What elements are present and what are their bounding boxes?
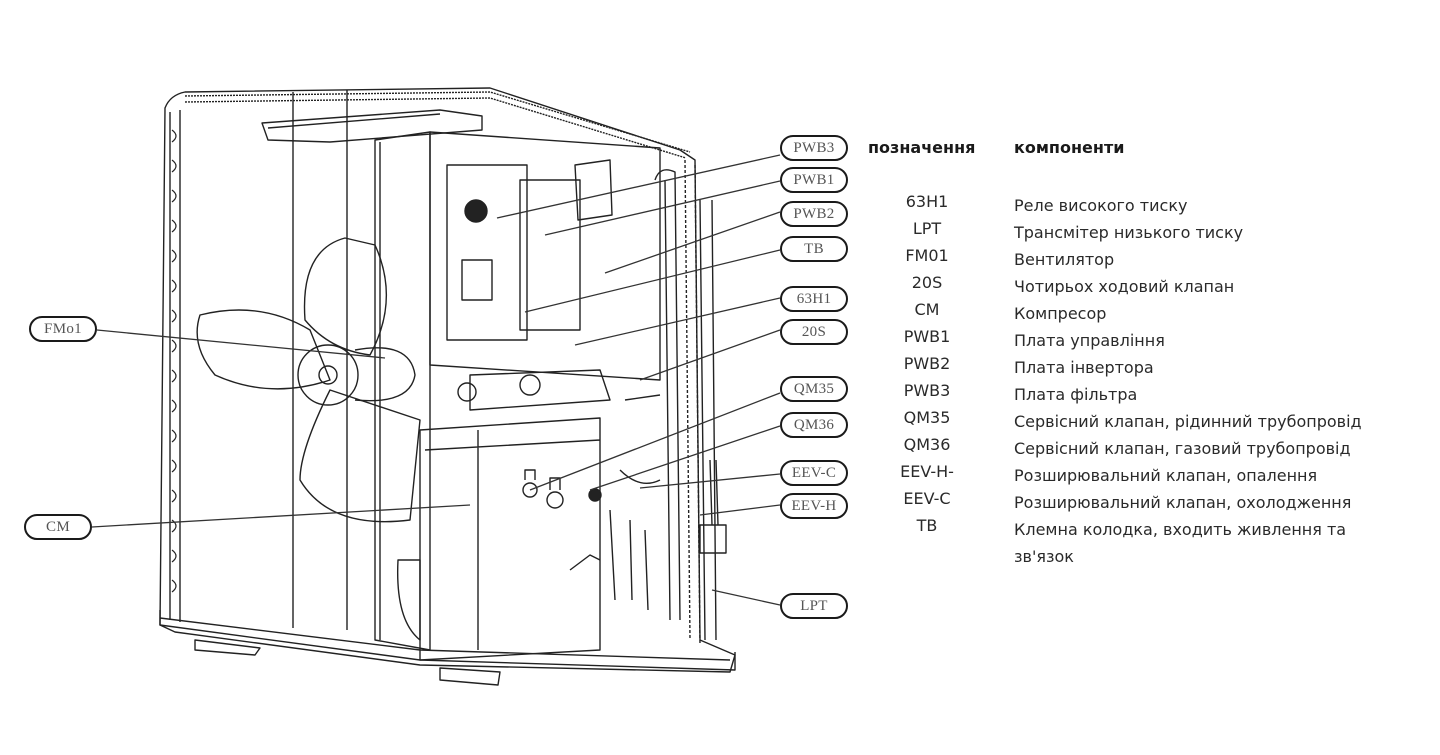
leader-pwb3 (496, 154, 781, 219)
callout-tb: TB (780, 236, 848, 262)
control-box (429, 131, 661, 381)
leader-pwb2 (604, 211, 781, 274)
legend-code: 63H1 (905, 192, 949, 211)
legend-code: QM36 (903, 435, 951, 454)
left-coil-tubes (169, 110, 181, 622)
legend-desc: Клемна колодка, входить живлення та (1014, 520, 1347, 539)
callout-eevc: EEV-C (780, 460, 848, 486)
legend-desc: Компресор (1014, 304, 1107, 323)
legend-desc: Вентилятор (1014, 250, 1115, 269)
right-coil (684, 159, 701, 646)
fan-motor (354, 347, 416, 402)
legend-code: PWB1 (903, 327, 951, 346)
callout-20s: 20S (780, 319, 848, 345)
pcb-board-pwb1 (446, 164, 528, 341)
inner-verticals (292, 90, 348, 630)
leader-eevh (699, 504, 781, 516)
legend-desc: Плата управління (1014, 331, 1165, 350)
legend-desc: Плата фільтра (1014, 385, 1138, 404)
legend-header-code: позначення (868, 138, 976, 157)
top-bracket (261, 109, 483, 143)
legend-code: PWB2 (903, 354, 951, 373)
callout-cm: CM (24, 514, 92, 540)
leader-tb (524, 249, 781, 313)
legend-desc: Сервісний клапан, рідинний трубопровід (1014, 412, 1362, 431)
pcb-relay (461, 259, 493, 301)
callout-eevh: EEV-H (780, 493, 848, 519)
callout-pwb1: PWB1 (780, 167, 848, 193)
fan-hub (297, 344, 359, 406)
legend-desc: Розширювальний клапан, опалення (1014, 466, 1318, 485)
fan-blade-bottom (299, 389, 421, 523)
callout-fm01: FMo1 (29, 316, 97, 342)
legend-code: LPT (912, 219, 942, 238)
fan-blade-left (196, 309, 331, 390)
leader-qm36 (589, 425, 781, 491)
legend-code: EEV-C (903, 489, 951, 508)
callout-qm36: QM36 (780, 412, 848, 438)
legend-desc: зв'язок (1014, 547, 1074, 566)
top-edge (184, 91, 691, 159)
leader-lpt (711, 589, 781, 606)
coil-bends (171, 129, 177, 593)
legend-code: CM (914, 300, 940, 319)
compressor-top (469, 369, 611, 411)
leader-qm35 (529, 392, 781, 491)
callout-lpt: LPT (780, 593, 848, 619)
leader-eevc (639, 473, 781, 489)
refrigerant-piping (609, 169, 727, 641)
legend-header-desc: компоненти (1014, 138, 1125, 157)
legend-code: TB (916, 516, 938, 535)
pwb3-filter (574, 159, 613, 221)
legend-code: PWB3 (903, 381, 951, 400)
base-feet (194, 639, 501, 686)
leader-63h1 (574, 297, 781, 346)
legend-desc: Трансмітер низького тиску (1014, 223, 1244, 242)
legend-desc: Плата інвертора (1014, 358, 1154, 377)
service-valves (522, 469, 602, 571)
legend-desc: Чотирьох ходовий клапан (1014, 277, 1235, 296)
callout-63h1: 63H1 (780, 286, 848, 312)
callout-pwb2: PWB2 (780, 201, 848, 227)
legend-desc: Сервісний клапан, газовий трубопровід (1014, 439, 1351, 458)
callout-qm35: QM35 (780, 376, 848, 402)
legend-code: 20S (911, 273, 943, 292)
base-frame (159, 610, 736, 671)
unit-outer-frame (159, 87, 736, 673)
compressor-housing (419, 417, 601, 661)
pcb-board-pwb2 (519, 179, 581, 331)
leader-cm (91, 504, 471, 528)
legend-desc: Реле високого тиску (1014, 196, 1188, 215)
legend-code: EEV-H- (900, 462, 954, 481)
legend-code: FM01 (905, 246, 949, 265)
leader-fm01 (96, 329, 386, 359)
leader-20s (639, 329, 781, 381)
divider-panel (374, 131, 431, 651)
legend-code: QM35 (903, 408, 951, 427)
pcb-capacitor (464, 199, 488, 223)
leader-lines (91, 154, 781, 606)
fan-blade-top (303, 237, 388, 356)
compressor-dome (396, 559, 421, 641)
leader-pwb1 (544, 180, 781, 236)
callout-pwb3: PWB3 (780, 135, 848, 161)
legend-desc: Розширювальний клапан, охолодження (1014, 493, 1352, 512)
